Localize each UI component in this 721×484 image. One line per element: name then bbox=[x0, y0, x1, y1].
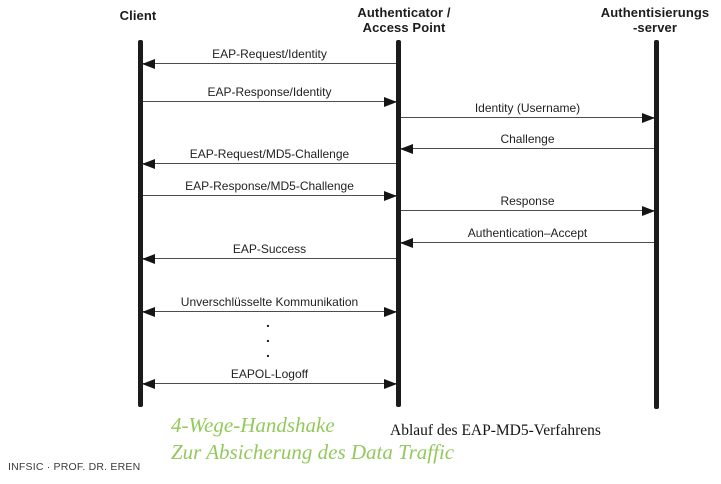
actor-header-authenticator: Authenticator / Access Point bbox=[319, 5, 489, 35]
ellipsis-dot: . bbox=[266, 329, 270, 345]
message-label: EAP-Response/Identity bbox=[207, 85, 332, 99]
arrowhead-left-icon bbox=[142, 58, 155, 69]
caption-figure: Ablauf des EAP-MD5-Verfahrens bbox=[390, 422, 601, 439]
arrowhead-right-icon bbox=[384, 306, 397, 317]
actor-authserver-label-line2: -server bbox=[632, 20, 678, 35]
message-label: EAP-Request/MD5-Challenge bbox=[189, 147, 350, 161]
arrow-line bbox=[142, 58, 396, 69]
arrowhead-left-icon bbox=[142, 378, 155, 389]
footer-text: INFSIC · PROF. DR. EREN bbox=[8, 461, 141, 473]
lifeline-authserver bbox=[654, 40, 659, 409]
actor-client-label: Client bbox=[119, 8, 157, 23]
ellipsis-dot: . bbox=[266, 314, 270, 330]
arrowhead-right-icon bbox=[642, 112, 655, 123]
arrowhead-left-icon bbox=[400, 237, 413, 248]
arrow-line bbox=[401, 112, 655, 123]
lifeline-authenticator bbox=[396, 40, 401, 407]
message-label: Challenge bbox=[500, 132, 555, 146]
arrowhead-right-icon bbox=[384, 378, 397, 389]
caption-handshake-line1: 4-Wege-Handshake bbox=[171, 413, 335, 437]
message-label: EAP-Success bbox=[232, 242, 307, 256]
arrow-line bbox=[400, 143, 654, 154]
arrowhead-left-icon bbox=[400, 143, 413, 154]
message-label: Response bbox=[500, 194, 555, 208]
arrow-line bbox=[142, 158, 396, 169]
message-label: Authentication–Accept bbox=[467, 226, 588, 240]
arrow-line bbox=[143, 190, 397, 201]
arrowhead-left-icon bbox=[142, 253, 155, 264]
arrowhead-left-icon bbox=[142, 306, 155, 317]
actor-header-authserver: Authentisierungs -server bbox=[570, 5, 721, 35]
message-label: Identity (Username) bbox=[474, 101, 581, 115]
actor-authserver-label-line1: Authentisierungs bbox=[600, 5, 710, 20]
arrow-line bbox=[401, 205, 655, 216]
actor-authenticator-label-line1: Authenticator / bbox=[357, 5, 451, 20]
ellipsis-dot: . bbox=[266, 344, 270, 360]
actor-header-client: Client bbox=[53, 8, 223, 23]
actor-authenticator-label-line2: Access Point bbox=[362, 20, 446, 35]
arrow-line bbox=[143, 96, 397, 107]
arrow-line bbox=[142, 253, 396, 264]
arrow-line bbox=[142, 378, 397, 389]
arrow-line bbox=[142, 306, 397, 317]
message-label: EAP-Request/Identity bbox=[212, 47, 327, 61]
message-label: EAP-Response/MD5-Challenge bbox=[185, 179, 354, 193]
arrowhead-right-icon bbox=[642, 205, 655, 216]
arrowhead-left-icon bbox=[142, 158, 155, 169]
arrow-line bbox=[400, 237, 654, 248]
message-label: EAPOL-Logoff bbox=[230, 367, 309, 381]
caption-handshake-line2: Zur Absicherung des Data Traffic bbox=[171, 440, 455, 464]
message-label: Unverschlüsselte Kommunikation bbox=[180, 295, 359, 309]
lifeline-client bbox=[138, 40, 143, 407]
arrowhead-right-icon bbox=[384, 190, 397, 201]
arrowhead-right-icon bbox=[384, 96, 397, 107]
